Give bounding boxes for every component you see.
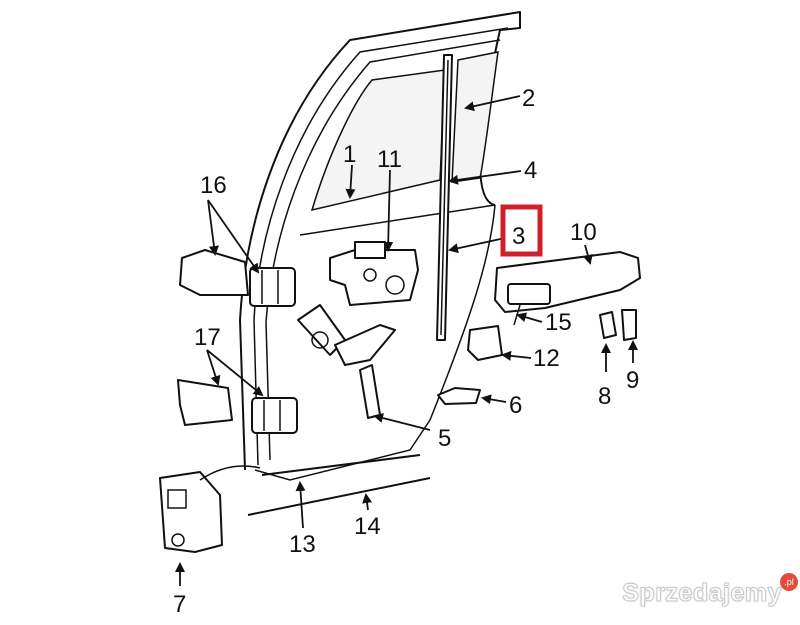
window-regulator: [329, 241, 419, 306]
upper-hinge: [179, 249, 296, 307]
callout-5: 5: [438, 425, 451, 452]
callout-6: 6: [509, 392, 522, 419]
callout-13: 13: [289, 531, 316, 558]
lower-hinge: [177, 379, 298, 434]
callout-12: 12: [533, 345, 560, 372]
division-channel: [436, 54, 453, 341]
callout-9: 9: [626, 367, 639, 394]
callout-3: 3: [512, 223, 525, 250]
highlight-box: [500, 204, 543, 257]
callout-16: 16: [200, 172, 227, 199]
weatherstrips: [247, 454, 431, 516]
watermark-logo: Sprzedajemy .pl: [622, 573, 798, 608]
callout-17: 17: [194, 324, 221, 351]
leader-lines: [175, 95, 638, 586]
callout-labels: 1 2 3 4 5 6 7 8 9 10 11 12 13 14 15 16 1…: [173, 85, 639, 618]
callout-14: 14: [354, 513, 381, 540]
callout-8: 8: [598, 383, 611, 410]
callout-1: 1: [343, 141, 356, 168]
outside-handle: [494, 251, 641, 313]
callout-4: 4: [524, 157, 537, 184]
callout-7: 7: [173, 591, 186, 618]
inside-handle-assembly: [297, 304, 396, 419]
callout-2: 2: [522, 85, 535, 112]
callout-10: 10: [570, 219, 597, 246]
watermark-badge: .pl: [780, 573, 798, 591]
watermark-text: Sprzedajemy: [622, 579, 782, 608]
door-latch: [159, 465, 261, 553]
door-glass: [310, 69, 446, 212]
lock-parts: [437, 304, 637, 405]
vent-glass: [451, 51, 499, 183]
callout-11: 11: [377, 146, 402, 173]
callout-15: 15: [545, 309, 572, 336]
